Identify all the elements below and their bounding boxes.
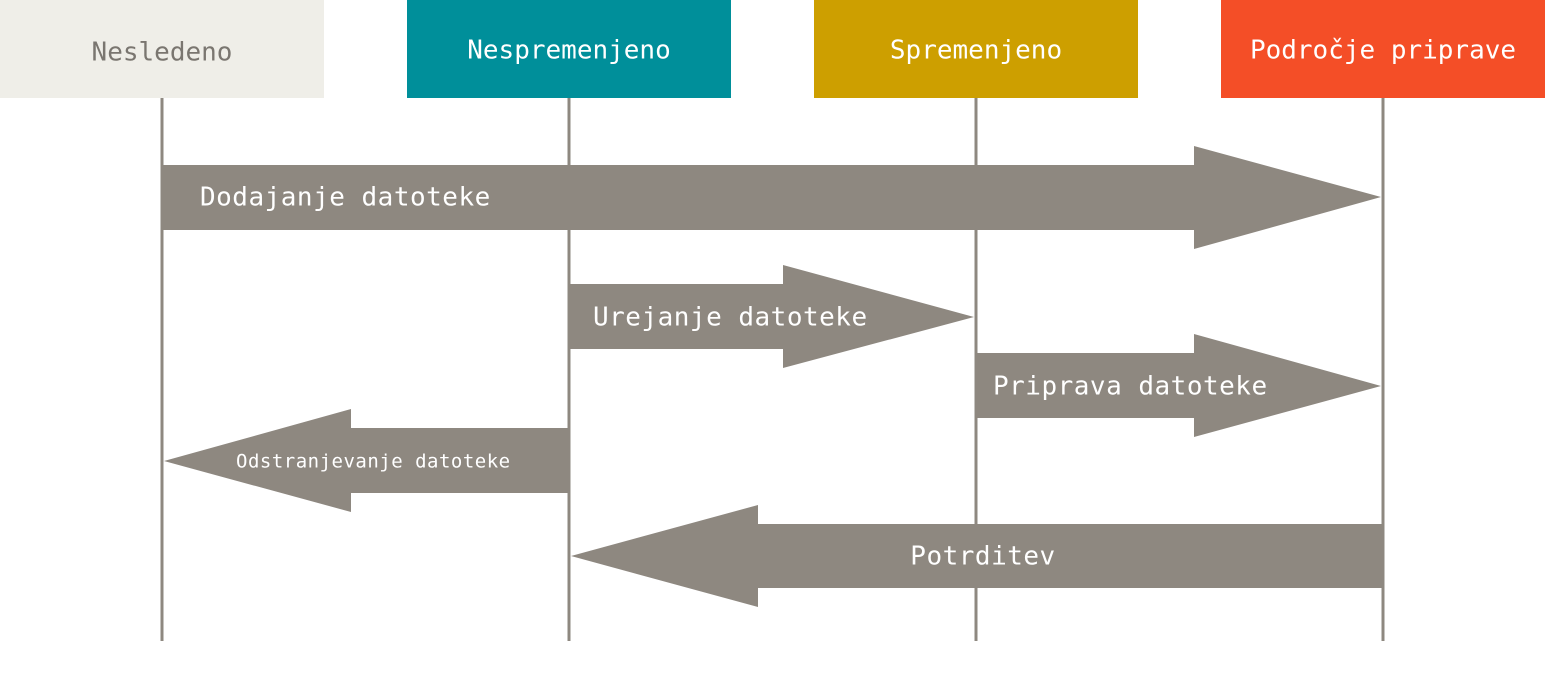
state-modified: Spremenjeno [814, 0, 1138, 98]
arrow-label-remove-file: Odstranjevanje datoteke [236, 451, 511, 473]
state-box-modified [814, 0, 1138, 98]
transition-add-file: Dodajanje datoteke [162, 146, 1381, 249]
state-unmodified: Nespremenjeno [407, 0, 731, 98]
state-box-unmodified [407, 0, 731, 98]
arrow-remove-file [164, 409, 569, 512]
arrow-add-file [162, 146, 1381, 249]
state-label-modified: Spremenjeno [890, 36, 1062, 66]
state-headers: Nesledeno Nespremenjeno Spremenjeno Podr… [0, 0, 1545, 98]
state-box-untracked [0, 0, 324, 98]
arrow-stage-file [976, 334, 1381, 437]
state-label-untracked: Nesledeno [92, 38, 233, 68]
arrow-label-stage-file: Priprava datoteke [993, 372, 1268, 402]
arrow-edit-file [569, 265, 974, 368]
transition-edit-file: Urejanje datoteke [569, 265, 974, 368]
arrow-label-commit: Potrditev [910, 542, 1055, 572]
state-untracked: Nesledeno [0, 0, 324, 98]
arrow-label-add-file: Dodajanje datoteke [200, 183, 491, 213]
transition-commit: Potrditev [571, 505, 1383, 607]
state-label-staged: Področje priprave [1250, 36, 1516, 66]
state-box-staged [1221, 0, 1545, 98]
transition-stage-file: Priprava datoteke [976, 334, 1381, 437]
transition-remove-file: Odstranjevanje datoteke [164, 409, 569, 512]
state-staged: Področje priprave [1221, 0, 1545, 98]
state-label-unmodified: Nespremenjeno [467, 36, 671, 66]
arrow-label-edit-file: Urejanje datoteke [593, 303, 868, 333]
arrow-commit [571, 505, 1383, 607]
transitions: Dodajanje datoteke Urejanje datoteke Pri… [162, 146, 1383, 607]
